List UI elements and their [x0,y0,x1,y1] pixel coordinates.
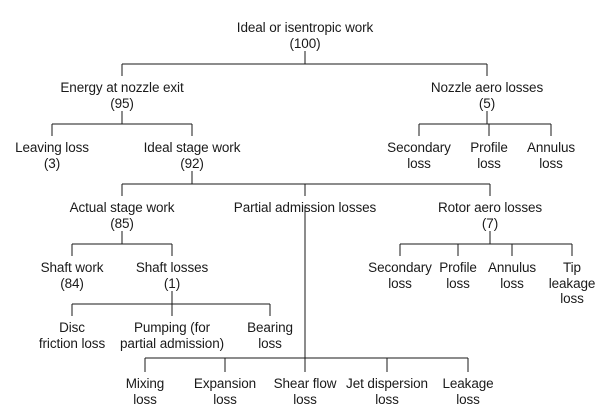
node-rotor-annulus-loss: Annulus loss [488,260,536,291]
node-line-1: Jet dispersion [346,376,428,391]
node-nozzle-secondary-loss: Secondary loss [387,140,451,171]
node-line-2: loss [446,275,470,291]
node-line-2: (5) [478,95,496,111]
node-line-2: (95) [110,95,134,111]
node-line-1: Secondary [368,260,432,275]
node-shaft-losses: Shaft losses (1) [136,260,208,291]
node-rotor-secondary-loss: Secondary loss [368,260,432,291]
node-line-2: leakage [548,275,596,291]
node-ideal-or-isentropic-work: Ideal or isentropic work (100) [236,20,374,51]
node-line-1: Annulus [526,140,576,155]
node-line-2: loss [456,391,480,407]
node-expansion-loss: Expansion loss [194,376,256,407]
node-leaving-loss: Leaving loss (3) [15,140,89,171]
node-line-1: Ideal or isentropic work [236,20,374,35]
node-line-1: Shear flow [273,376,337,391]
node-line-2: loss [500,275,524,291]
node-line-2: (3) [43,155,61,171]
node-rotor-profile-loss: Profile loss [439,260,477,291]
node-energy-at-nozzle-exit: Energy at nozzle exit (95) [60,80,183,111]
node-pumping-loss: Pumping (for partial admission) [120,320,224,351]
node-line-2: loss [293,391,317,407]
node-leakage-loss: Leakage loss [442,376,493,407]
node-jet-dispersion-loss: Jet dispersion loss [346,376,428,407]
node-line-1: Profile [439,260,477,275]
node-mixing-loss: Mixing loss [125,376,165,407]
node-line-1: Leaving loss [15,140,89,155]
node-line-2: (84) [60,275,84,291]
node-line-2: friction loss [38,335,106,351]
node-line-1: Energy at nozzle exit [60,80,184,95]
node-line-2: (1) [163,275,181,291]
node-line-2: (100) [289,35,321,51]
node-line-2: loss [539,155,563,171]
node-line-1: Actual stage work [69,200,175,215]
node-actual-stage-work: Actual stage work (85) [70,200,175,231]
node-line-1: Rotor aero losses [437,200,543,215]
node-line-1: Ideal stage work [143,140,241,155]
node-tip-leakage-loss: Tip leakage loss [549,260,596,307]
node-nozzle-annulus-loss: Annulus loss [527,140,575,171]
node-line-2: loss [477,155,501,171]
node-bearing-loss: Bearing loss [247,320,293,351]
node-shear-flow-loss: Shear flow loss [274,376,337,407]
node-line-1: Expansion [193,376,257,391]
node-disc-friction-loss: Disc friction loss [39,320,105,351]
node-line-1: Leakage [442,376,494,391]
node-line-2: loss [258,335,282,351]
node-line-2: loss [133,391,157,407]
node-line-1: Bearing [247,320,293,335]
node-line-1: Annulus [487,260,537,275]
node-nozzle-profile-loss: Profile loss [470,140,508,171]
node-partial-admission-losses: Partial admission losses [233,200,377,216]
node-rotor-aero-losses: Rotor aero losses (7) [438,200,542,231]
node-line-2: (92) [180,155,204,171]
node-line-2: (7) [481,215,499,231]
node-line-1: Profile [470,140,508,155]
node-line-1: Tip [563,260,581,275]
node-line-1: Partial admission losses [233,200,377,215]
node-line-1: Nozzle aero losses [430,80,544,95]
node-shaft-work: Shaft work (84) [41,260,104,291]
node-line-1: Shaft work [40,260,104,275]
node-nozzle-aero-losses: Nozzle aero losses (5) [431,80,543,111]
node-line-1: Mixing [125,376,165,391]
node-line-2: loss [407,155,431,171]
node-line-1: Pumping (for [133,320,211,335]
node-ideal-stage-work: Ideal stage work (92) [144,140,241,171]
node-line-2: loss [375,391,399,407]
node-line-1: Secondary [387,140,451,155]
node-line-2: (85) [110,215,134,231]
node-line-2: loss [213,391,237,407]
node-line-2: partial admission) [120,335,224,351]
node-line-3: loss [560,291,584,306]
node-line-1: Disc [59,320,85,335]
node-line-1: Shaft losses [135,260,209,275]
node-line-2: loss [388,275,412,291]
